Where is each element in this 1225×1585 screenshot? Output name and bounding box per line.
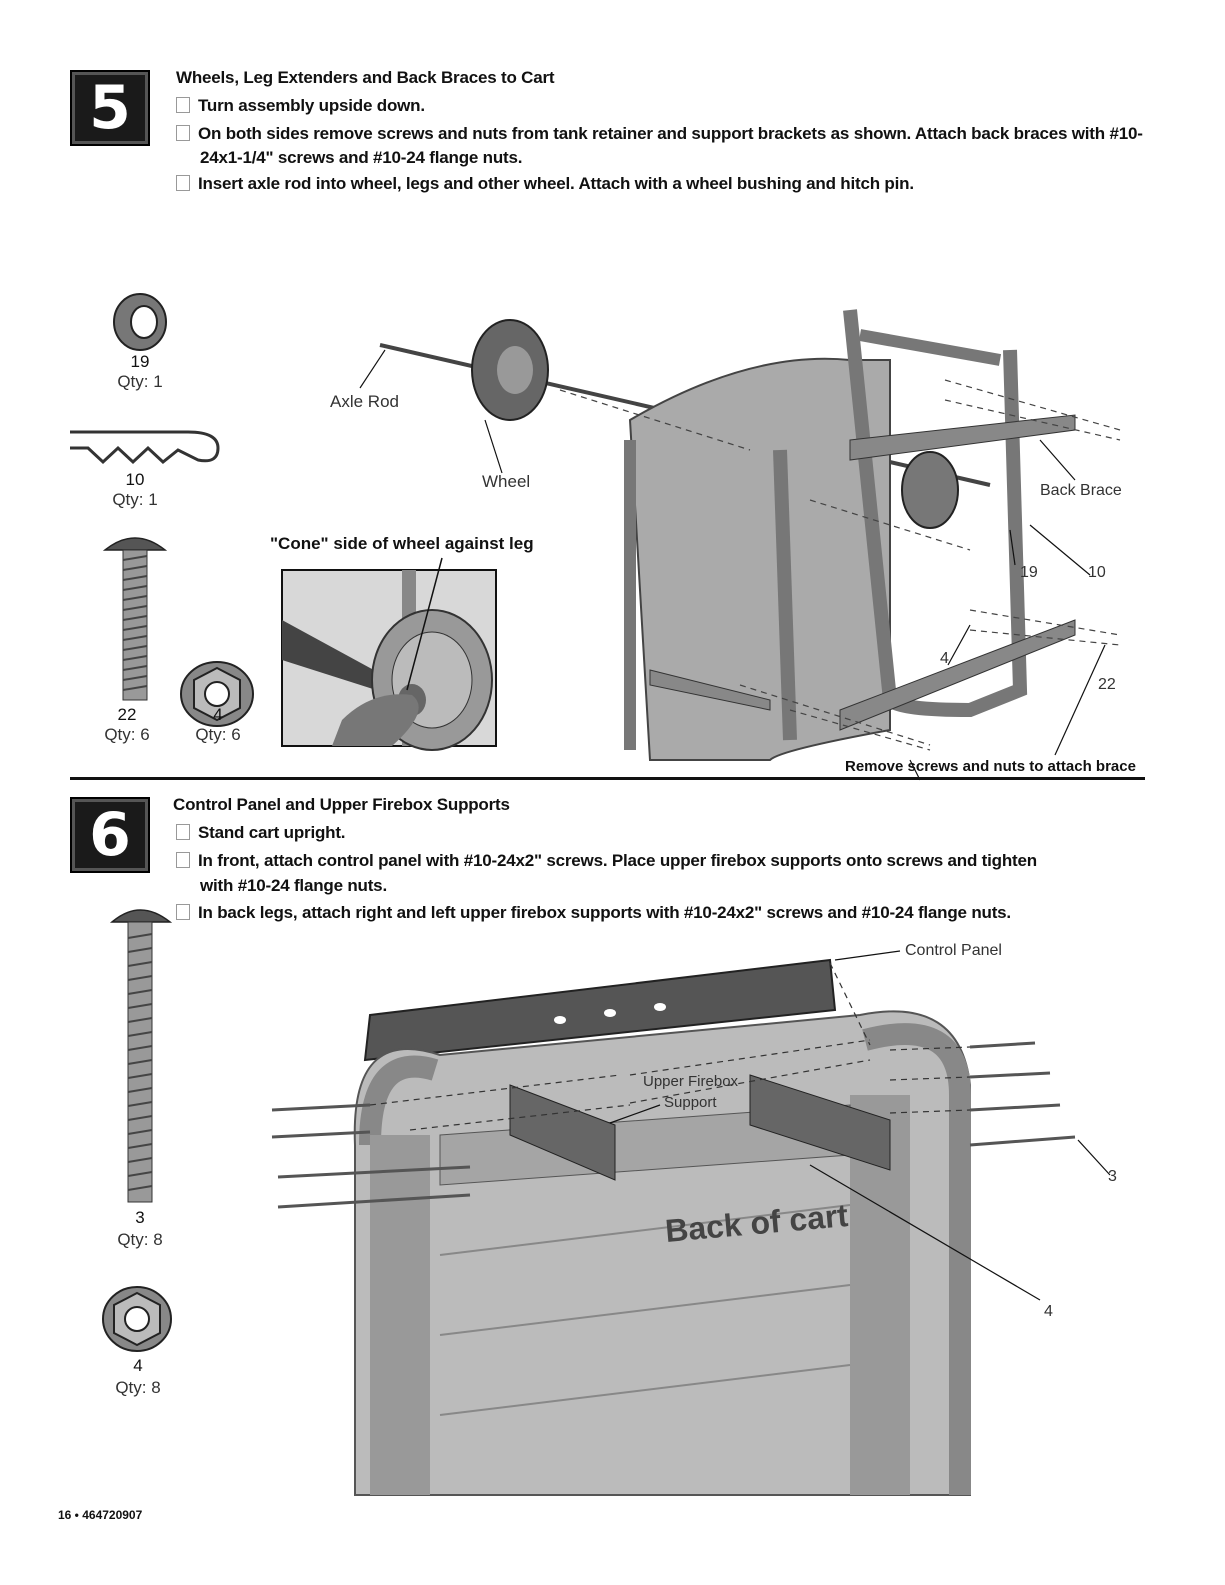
checkbox-icon[interactable] [176,125,190,141]
screw-icon [102,537,168,701]
step-5-title: Wheels, Leg Extenders and Back Braces to… [176,68,555,87]
step-6-instruction-2-cont: with #10-24 flange nuts. [200,876,387,895]
cart-upright-drawing [271,950,1111,1496]
part-10-number: 10 [125,470,145,489]
checkbox-icon[interactable] [176,175,190,191]
section-divider [70,777,1145,780]
part-4b-qty: Qty: 8 [115,1378,161,1397]
cone-side-note: "Cone" side of wheel against leg [270,534,534,553]
flange-nut-icon [180,661,254,727]
callout-22: 22 [1098,676,1116,693]
step-6-instruction-1: Stand cart upright. [176,821,346,845]
checkbox-icon[interactable] [176,824,190,840]
callout-4b: 4 [1044,1303,1053,1320]
part-19-number: 19 [130,352,150,371]
wheel-detail-inset [281,557,497,751]
step-6-instruction-2: In front, attach control panel with #10-… [176,849,1037,873]
checkbox-icon[interactable] [176,97,190,113]
washer-icon [113,293,167,351]
checkbox-icon[interactable] [176,852,190,868]
wheel-label: Wheel [482,472,531,491]
hitch-pin-icon [70,430,220,465]
part-4b-number: 4 [133,1356,143,1375]
checkbox-icon[interactable] [176,904,190,920]
page-footer: 16 • 464720907 [58,1508,143,1522]
flange-nut-icon [102,1286,172,1352]
axle-rod-label: Axle Rod [330,392,399,411]
part-22-qty: Qty: 6 [104,725,150,744]
step-5-instruction-2: On both sides remove screws and nuts fro… [176,122,1143,146]
long-screw-icon [109,909,173,1203]
part-19-qty: Qty: 1 [117,372,163,391]
back-brace-label: Back Brace [1040,482,1122,499]
callout-19: 19 [1020,564,1038,581]
callout-3: 3 [1108,1168,1117,1185]
step-5-instruction-3: Insert axle rod into wheel, legs and oth… [176,172,914,196]
step-5-instruction-2-cont: 24x1-1/4" screws and #10-24 flange nuts. [200,148,523,167]
control-panel-label: Control Panel [905,942,1002,959]
step-5-badge: 5 [70,70,150,146]
callout-10: 10 [1088,564,1106,581]
step-6-badge: 6 [70,797,150,873]
remove-screws-note: Remove screws and nuts to attach brace [845,758,1136,775]
part-3-qty: Qty: 8 [117,1230,163,1249]
part-10-qty: Qty: 1 [112,490,158,509]
part-4-number: 4 [213,705,223,724]
step-6-title: Control Panel and Upper Firebox Supports [173,795,510,814]
callout-4: 4 [940,650,949,667]
step-6-instruction-3: In back legs, attach right and left uppe… [176,901,1011,925]
upper-firebox-label: Upper Firebox [643,1073,739,1090]
part-3-number: 3 [135,1208,145,1227]
support-label: Support [664,1094,717,1111]
part-4-qty: Qty: 6 [195,725,241,744]
part-22-number: 22 [117,705,137,724]
step-5-instruction-1: Turn assembly upside down. [176,94,425,118]
cart-underside-drawing [359,309,1121,781]
